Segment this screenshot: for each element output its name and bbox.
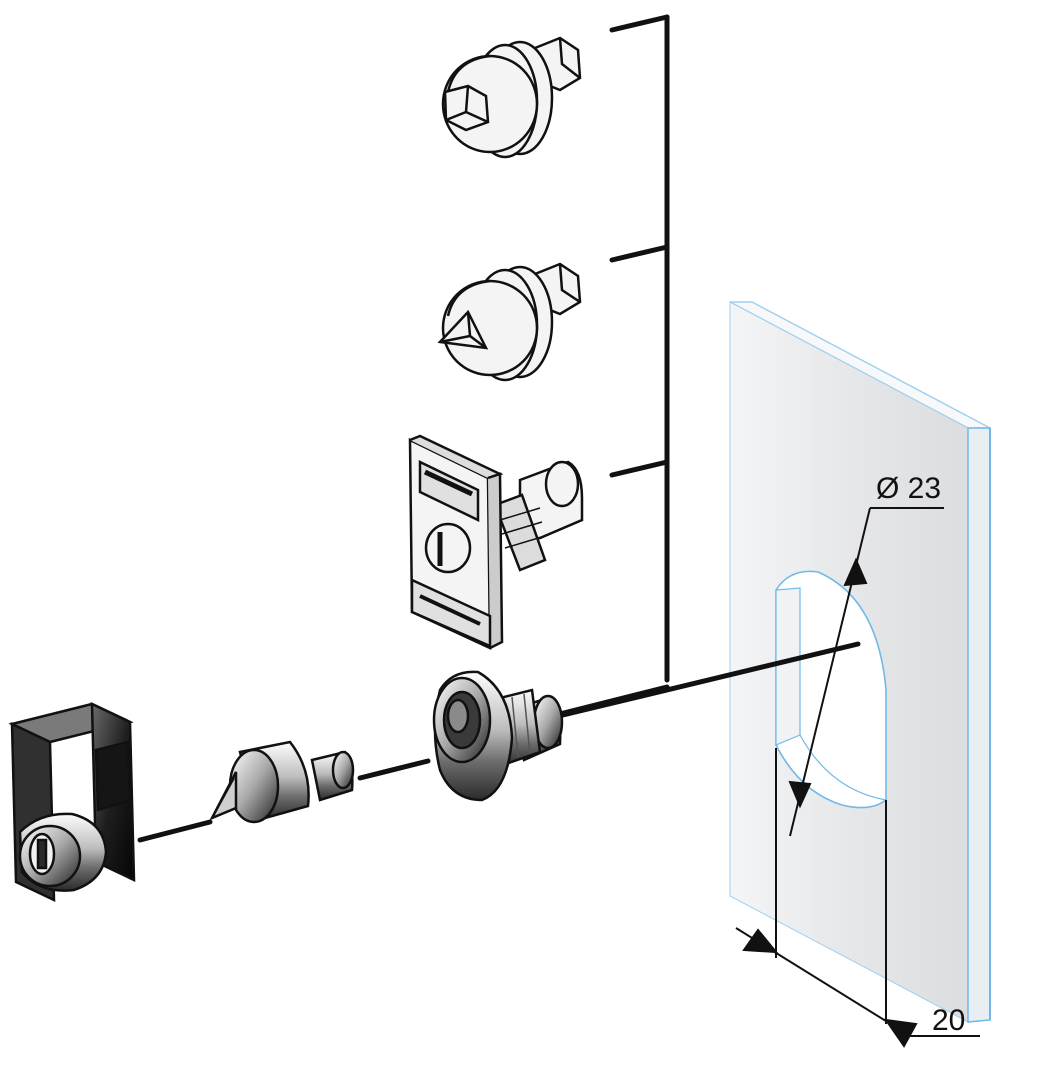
cylinder-key-insert-icon [8, 702, 136, 902]
door-panel [729, 301, 991, 1023]
insert-selection-bracket [609, 14, 670, 683]
lock-body-nut-icon [432, 670, 564, 802]
square-drive-insert-icon [441, 36, 582, 159]
panel-side-edge [967, 427, 991, 1023]
diameter-label: Ø 23 [876, 472, 941, 505]
triangle-drive-insert-icon [437, 262, 582, 382]
panel-cutout-hole [775, 570, 887, 809]
width-label: 20 [932, 1004, 965, 1037]
assembly-axis [137, 641, 861, 843]
flat-key-insert-icon [408, 434, 584, 650]
width-dimension: 20 [735, 748, 980, 1048]
cone-insert-icon [209, 740, 355, 824]
diameter-dimension: Ø 23 [788, 472, 944, 837]
